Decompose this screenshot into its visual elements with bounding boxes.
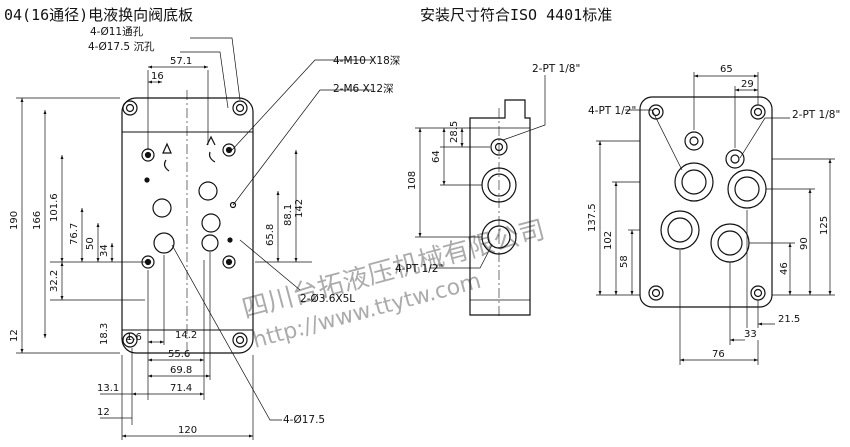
dim-120: 120 [178, 425, 197, 436]
watermark: 四川台拓液压机械有限公司 http://www.ttytw.com [239, 215, 548, 354]
dim-90: 90 [799, 237, 810, 250]
dim-76: 76 [712, 349, 725, 360]
dim-28-5: 28.5 [449, 121, 460, 143]
dim-21-5: 21.5 [778, 314, 800, 325]
callout-counterbore: 4-Ø17.5 沉孔 [88, 40, 155, 53]
dim-55-6: 55.6 [168, 349, 190, 360]
callout-through-hole: 4-Ø11通孔 [90, 25, 144, 38]
left-plate-labels: 4-Ø11通孔 4-Ø17.5 沉孔 4-M10 X18深 2-M6 X12深 … [9, 25, 400, 436]
right-plate [639, 96, 773, 308]
side-view-dimensions [415, 75, 546, 269]
dim-71-4: 71.4 [170, 383, 192, 394]
dim-32-2: 32.2 [49, 270, 60, 292]
dim-12-left: 12 [9, 329, 20, 342]
dim-64: 64 [431, 150, 442, 163]
dim-137-5: 137.5 [587, 203, 598, 232]
side-view-labels: 2-PT 1/8" 4-PT 1/2" 28.5 64 108 [395, 63, 580, 275]
dim-1-6: 1.6 [126, 332, 142, 343]
dim-14-2: 14.2 [175, 330, 197, 341]
dim-166: 166 [32, 211, 43, 230]
dim-102: 102 [603, 231, 614, 250]
dim-29: 29 [741, 79, 754, 90]
right-plate-dimensions [596, 72, 835, 365]
dim-190: 190 [9, 211, 20, 230]
dim-18-3: 18.3 [99, 323, 110, 345]
dim-65: 65 [720, 64, 733, 75]
dim-16: 16 [151, 71, 164, 82]
dim-12-bottom: 12 [97, 407, 110, 418]
port-large-label: 4-PT 1/2" [588, 105, 636, 117]
dim-57-1: 57.1 [170, 56, 192, 67]
drawing-title: 04(16通径)电液换向阀底板 [4, 6, 194, 24]
side-port-bottom: 4-PT 1/2" [395, 263, 443, 275]
callout-m10: 4-M10 X18深 [333, 55, 400, 67]
dim-13-1: 13.1 [97, 383, 119, 394]
dim-142: 142 [294, 199, 305, 218]
dim-88-1: 88.1 [283, 204, 294, 226]
left-plate-dimensions [16, 37, 372, 440]
dim-65-8: 65.8 [265, 224, 276, 246]
port-small-label: 2-PT 1/8" [792, 109, 840, 121]
callout-m6: 2-M6 X12深 [333, 83, 394, 95]
dim-69-8: 69.8 [170, 365, 192, 376]
dim-46: 46 [779, 262, 790, 275]
callout-pin-hole: 2-Ø3.6X5L [300, 293, 355, 305]
dim-125: 125 [819, 216, 830, 235]
callout-bottom-bore: 4-Ø17.5 [283, 414, 325, 426]
dim-34: 34 [99, 244, 110, 257]
dim-33: 33 [744, 329, 757, 340]
dim-101-6: 101.6 [49, 193, 60, 222]
standard-note: 安装尺寸符合ISO 4401标准 [420, 6, 613, 24]
dim-58: 58 [619, 255, 630, 268]
dim-108: 108 [407, 171, 418, 190]
dim-50: 50 [85, 237, 96, 250]
dim-76-7: 76.7 [69, 223, 80, 245]
side-port-top: 2-PT 1/8" [532, 63, 580, 75]
left-plate [121, 90, 254, 360]
right-plate-labels: 4-PT 1/2" 2-PT 1/8" 65 29 137.5 102 58 1… [587, 64, 840, 360]
